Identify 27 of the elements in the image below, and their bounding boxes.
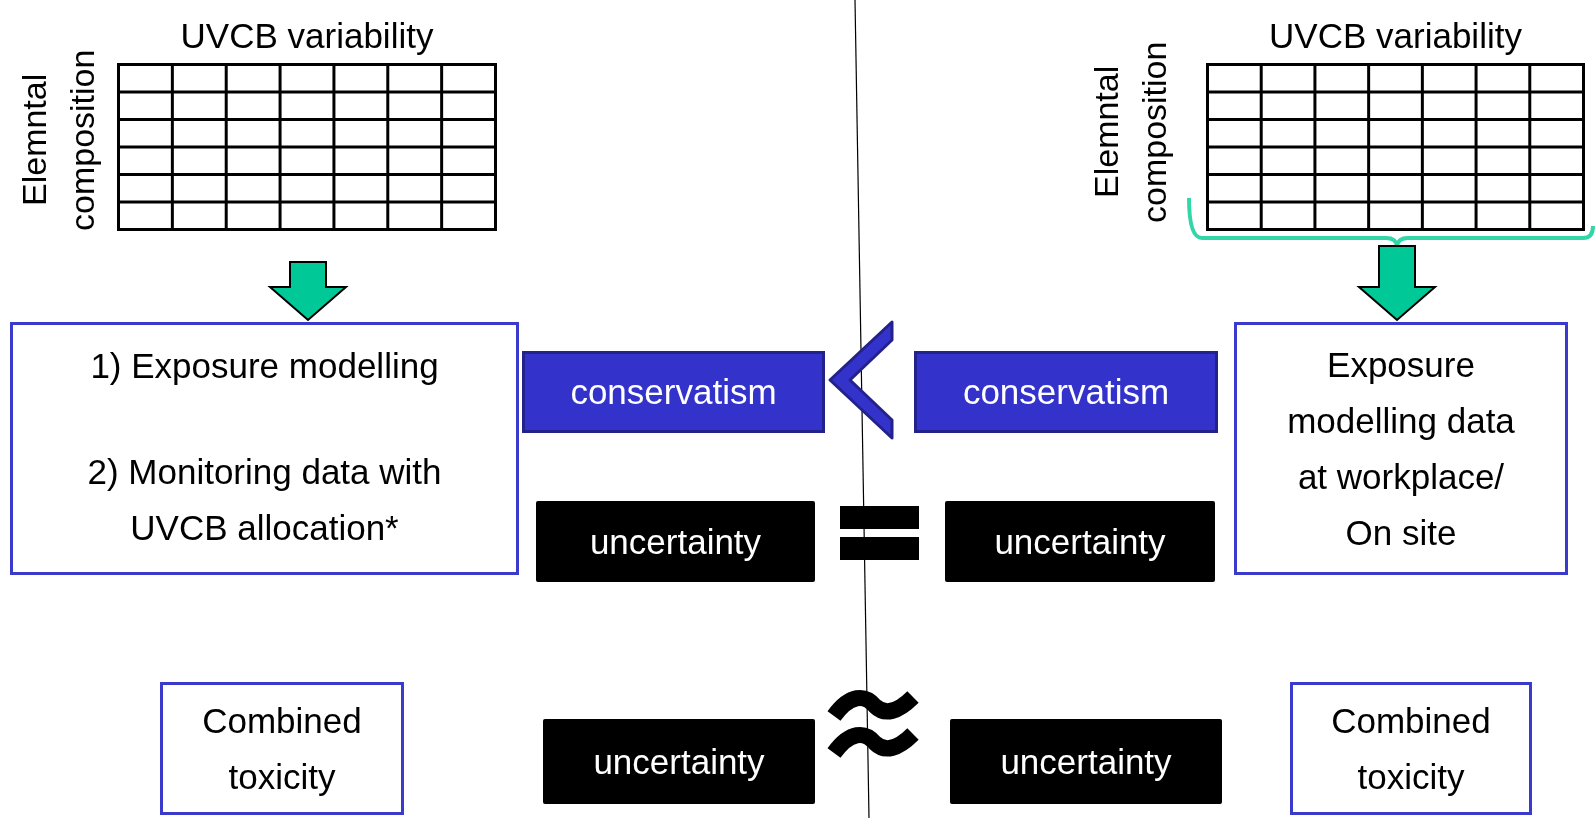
box-text: uncertainty: [1000, 740, 1172, 783]
box-text: uncertainty: [593, 740, 765, 783]
label-box: [543, 719, 815, 804]
box-text: uncertainty: [589, 520, 762, 563]
box-text: uncertainty: [994, 520, 1166, 563]
box-text: 2) Monitoring data with UVCB allocation*: [86, 451, 443, 549]
text-box: [1234, 322, 1568, 575]
box-text: Exposure modelling data at workplace/ On site: [1286, 343, 1516, 554]
box-text: Combined toxicity: [1330, 699, 1492, 798]
highlight-box: [522, 351, 825, 433]
highlight-box: [914, 351, 1218, 433]
table-title: UVCB variability: [180, 16, 434, 56]
label-box: [536, 501, 815, 582]
axis-label: Elemntal composition: [14, 48, 102, 233]
text-box: [1290, 682, 1532, 815]
block-arrow: [1356, 245, 1438, 322]
axis-label: Elemntal composition: [1086, 40, 1174, 225]
block-arrow: [267, 261, 349, 322]
box-text: conservatism: [570, 371, 777, 413]
box-text: Combined toxicity: [201, 699, 363, 798]
text-box: [10, 322, 519, 575]
text-box: [160, 682, 404, 815]
box-text: conservatism: [962, 371, 1170, 413]
table-title: UVCB variability: [1269, 16, 1522, 56]
label-box: [950, 719, 1222, 804]
label-box: [945, 501, 1215, 582]
box-text: 1) Exposure modelling: [90, 345, 439, 387]
